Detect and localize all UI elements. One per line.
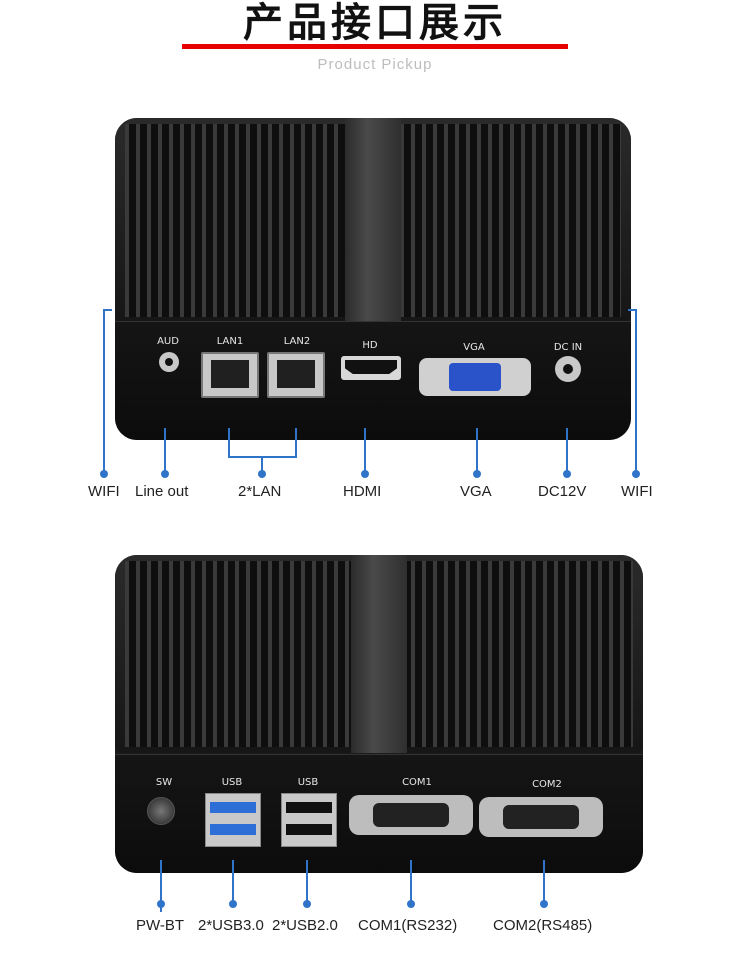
com2-dot [540,900,548,908]
heatsink-top [115,118,631,323]
callout-wifi-left: WIFI [88,483,120,500]
usb-a-label: USB [221,777,243,788]
callout-hdmi: HDMI [343,483,382,500]
lan2-line [295,428,297,458]
com1-line [410,860,412,905]
callout-lan: 2*LAN [238,483,282,500]
callout-dc: DC12V [538,483,587,500]
hd-label: HD [362,340,378,351]
usb2-dot [303,900,311,908]
wifi-right-dot [632,470,640,478]
dc-line [566,428,568,473]
lan-stem [261,456,263,472]
hdmi-line [364,428,366,473]
page-title: 产品接口展示 [243,0,507,46]
dc-in-label: DC IN [553,342,583,353]
com2-port [479,797,603,837]
aud-label: AUD [157,336,179,347]
heatsink-top-2 [115,555,643,753]
hdmi-dot [361,470,369,478]
callout-usb3: 2*USB3.0 [198,917,264,934]
wifi-left-line [103,309,105,472]
usb-b-label: USB [297,777,319,788]
pw-dot [157,900,165,908]
wifi-left-bracket [104,309,112,311]
callout-wifi-right: WIFI [621,483,653,500]
usb3-dot [229,900,237,908]
device-front-photo: AUD LAN1 LAN2 HD VGA DC IN [115,118,631,440]
lan1-label: LAN1 [216,336,244,347]
pw-line [160,860,162,912]
wifi-right-bracket [628,309,636,311]
line-out-dot [161,470,169,478]
callout-pw: PW-BT [136,917,185,934]
lan2-label: LAN2 [283,336,311,347]
lan2-port [267,352,325,398]
rear-panel: SW USB USB COM1 COM2 [115,754,643,873]
dc-jack [555,356,581,382]
callout-com1: COM1(RS232) [358,917,458,934]
power-button[interactable] [147,797,175,825]
vga-port [419,358,531,396]
front-panel: AUD LAN1 LAN2 HD VGA DC IN [115,321,631,440]
vga-label: VGA [463,342,485,353]
dc-dot [563,470,571,478]
usb3-ports [205,793,261,847]
vga-line [476,428,478,473]
callout-com2: COM2(RS485) [493,917,593,934]
device-rear-photo: SW USB USB COM1 COM2 [115,555,643,873]
heatsink-bridge [345,118,401,323]
lan1-port [201,352,259,398]
com2-label: COM2 [532,779,562,790]
com1-port [349,795,473,835]
usb3-line [232,860,234,905]
heatsink-bridge-2 [351,555,407,753]
audio-jack [159,352,179,372]
usb2-line [306,860,308,905]
wifi-right-line [635,309,637,472]
vga-dot [473,470,481,478]
lan1-line [228,428,230,458]
com1-dot [407,900,415,908]
title-underline [182,44,568,49]
callout-vga: VGA [460,483,492,500]
line-out-line [164,428,166,473]
lan-dot [258,470,266,478]
com1-label: COM1 [402,777,432,788]
usb2-ports [281,793,337,847]
callout-usb2: 2*USB2.0 [272,917,338,934]
callout-line-out: Line out [135,483,189,500]
page-subtitle: Product Pickup [317,56,433,73]
com2-line [543,860,545,905]
wifi-left-dot [100,470,108,478]
sw-label: SW [155,777,173,788]
hdmi-port [341,356,401,380]
